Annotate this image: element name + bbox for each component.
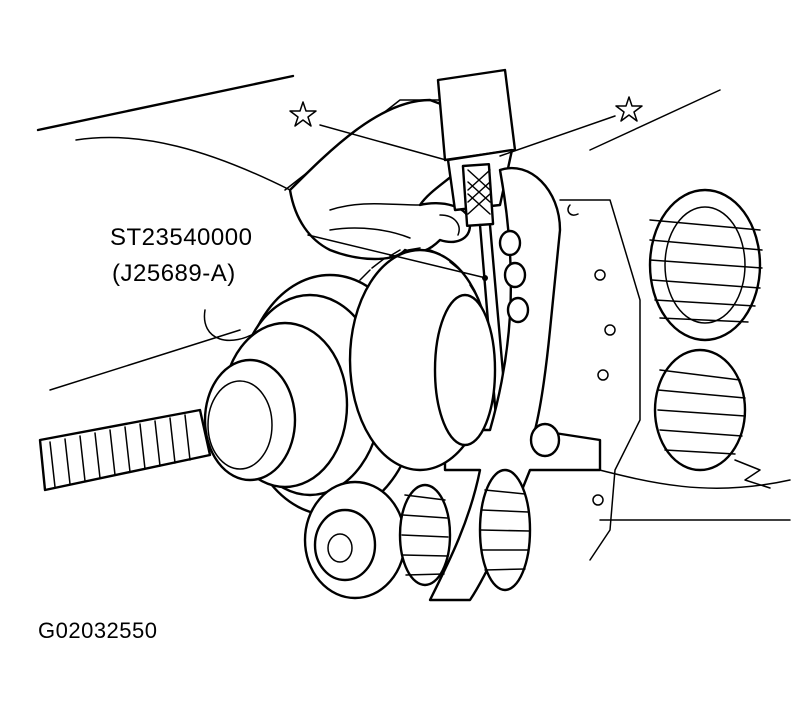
leader-lines: [307, 115, 616, 279]
output-shaft: [38, 408, 212, 492]
figure-code-label: G02032550: [38, 618, 158, 643]
shift-fork: [428, 167, 602, 602]
case-plate: [559, 199, 641, 561]
counter-gear: [348, 247, 497, 472]
tool-alt-number-label: (J25689-A): [112, 260, 236, 287]
gear-cluster-right: [648, 188, 771, 489]
tool-number-label: ST23540000: [110, 224, 253, 251]
hand-illustration: [288, 98, 472, 261]
star-icon: [615, 96, 643, 122]
synchronizer-assembly: [203, 273, 420, 517]
star-icon: [289, 101, 317, 127]
reverse-idler-gear: [303, 468, 532, 600]
